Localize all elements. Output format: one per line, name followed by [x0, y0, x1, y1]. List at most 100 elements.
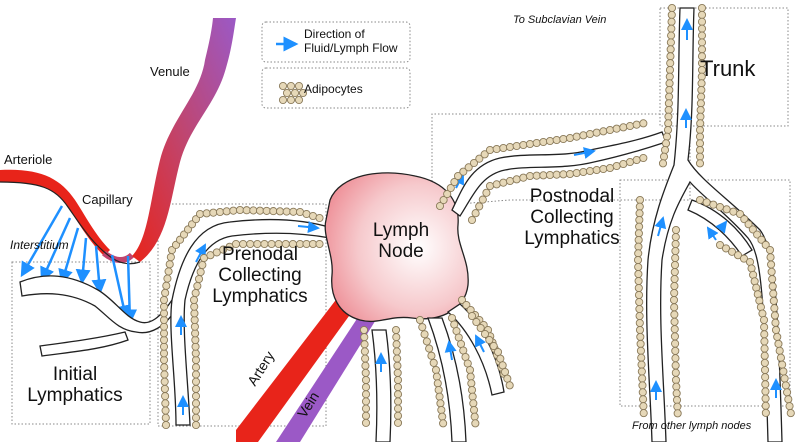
venule	[132, 18, 236, 262]
adipocyte	[780, 374, 789, 383]
adipocyte	[469, 399, 478, 408]
adipocyte	[671, 253, 680, 263]
trunk-label: Trunk	[700, 56, 756, 81]
adipocyte	[215, 207, 225, 217]
prenodal-flow-arrows	[175, 221, 320, 415]
adipocyte	[505, 142, 515, 152]
adipocyte	[634, 290, 644, 300]
adipocyte	[619, 123, 628, 132]
adipocyte	[249, 206, 258, 215]
artery-vein-pair	[236, 288, 382, 442]
adipocyte	[552, 170, 561, 179]
adipocyte	[489, 341, 498, 351]
adipocyte	[552, 135, 561, 145]
adipocyte	[255, 206, 265, 215]
adipocyte	[191, 335, 200, 345]
adipocyte	[697, 24, 707, 33]
adipocyte	[638, 381, 647, 390]
adipocyte	[269, 207, 278, 216]
adipocyte	[672, 382, 681, 391]
adipocyte	[164, 267, 173, 276]
adipocyte	[771, 325, 781, 335]
adipocyte	[500, 367, 510, 377]
adipocyte	[525, 171, 535, 181]
adipocyte	[191, 413, 201, 422]
adipocyte	[665, 72, 674, 81]
adipocyte	[191, 377, 201, 386]
vein	[276, 302, 382, 442]
adipocyte	[664, 119, 673, 128]
interstitium-label: Interstitium	[10, 238, 69, 252]
adipocyte	[634, 276, 643, 286]
adipocyte	[493, 347, 503, 357]
adipocyte	[599, 127, 608, 136]
capillary	[102, 250, 135, 263]
adipocyte	[612, 161, 621, 171]
adipocyte	[159, 322, 169, 331]
adipocyte	[161, 392, 170, 401]
adipocyte	[634, 249, 643, 258]
adipocyte	[660, 145, 670, 155]
adipocyte	[462, 300, 471, 310]
capillary-label: Capillary	[82, 192, 133, 207]
adipocyte	[466, 372, 475, 381]
adipocyte	[697, 85, 706, 95]
adipocyte	[637, 353, 646, 362]
adipocyte	[471, 419, 480, 428]
adipocyte	[159, 329, 169, 338]
adipocyte	[360, 340, 369, 349]
adipocyte	[579, 167, 588, 177]
adipocyte	[637, 360, 646, 369]
adipocyte	[432, 372, 441, 381]
adipocyte	[572, 132, 581, 141]
adipocyte	[664, 105, 673, 115]
adipocyte	[639, 409, 648, 418]
adipocyte	[393, 368, 402, 377]
adipocyte	[438, 412, 447, 421]
adipocyte	[635, 325, 645, 335]
adipocyte	[159, 315, 169, 325]
adipocyte	[159, 342, 169, 351]
adipocyte	[361, 418, 371, 427]
adipocyte	[633, 255, 643, 265]
adipocyte	[661, 139, 671, 148]
adipocyte	[480, 329, 490, 339]
adipocyte	[773, 332, 782, 341]
legend-box-flow	[261, 21, 411, 63]
adipocyte	[637, 367, 646, 376]
adipocyte	[361, 411, 371, 420]
adipocyte	[761, 373, 770, 382]
adipocyte	[776, 353, 785, 362]
adipocyte	[191, 406, 201, 415]
adipocyte	[572, 168, 581, 178]
adipocyte	[779, 367, 788, 376]
adipocyte	[695, 195, 705, 205]
adipocyte	[662, 132, 672, 141]
adipocyte	[294, 95, 304, 105]
adipocyte	[315, 213, 324, 223]
adipocyte	[761, 394, 770, 403]
adipocyte	[771, 318, 780, 327]
adipocyte	[697, 17, 707, 26]
adipocyte	[437, 405, 446, 415]
adipocyte	[667, 24, 676, 33]
adipocyte	[665, 85, 674, 95]
legend-adipocyte-icon	[278, 81, 308, 105]
adipocyte	[361, 390, 371, 399]
trunk-box	[659, 7, 789, 127]
adipocyte	[697, 92, 706, 101]
adipocyte	[503, 374, 512, 383]
from-other-nodes-label: From other lymph nodes	[632, 420, 752, 432]
adipocyte	[443, 189, 452, 199]
adipocyte	[422, 337, 431, 346]
adipocyte	[695, 139, 705, 148]
adipocyte	[760, 323, 769, 332]
adipocyte	[765, 245, 775, 255]
adipocyte	[639, 395, 648, 404]
adipocyte	[639, 119, 648, 128]
adipocyte	[393, 411, 403, 420]
adipocyte	[695, 159, 705, 168]
adipocyte	[160, 370, 169, 379]
adipocyte	[605, 163, 615, 173]
